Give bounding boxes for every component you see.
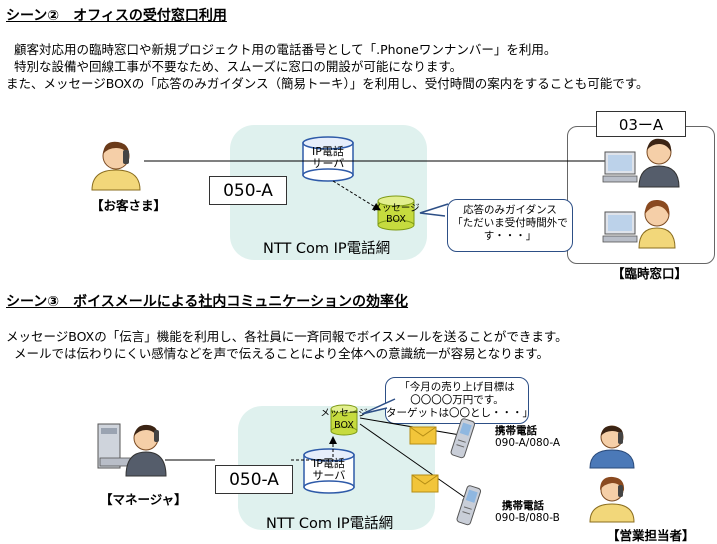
- scene3-line-2: メールでは伝わりにくい感情などを声で伝えることにより全体への意識統一が容易となり…: [14, 346, 550, 361]
- scene3-number-box: 050-A: [215, 465, 293, 494]
- scene2-line-1: 顧客対応用の臨時窓口や新規プロジェクト用の電話番号として「.Phoneワンナンバ…: [14, 42, 557, 57]
- manager-label: 【マネージャ】: [100, 492, 187, 507]
- mobile-phone-icon: [450, 418, 476, 459]
- mobile-b-title: 携帯電話: [502, 500, 544, 512]
- scene3-msg-box: メッセージ BOX: [319, 404, 369, 438]
- scene2-ip-server: IP電話 サーバ: [302, 136, 354, 182]
- scene2-heading: シーン② オフィスの受付窓口利用: [6, 8, 227, 24]
- scene2-bubble-tail: [419, 203, 449, 217]
- scene2-line-2: 特別な設備や回線工事が不要なため、スムーズに窓口の開設が可能になります。: [14, 59, 463, 74]
- person-on-phone-icon: [589, 476, 635, 523]
- mobile-b-number: 090-B/080-B: [495, 512, 560, 524]
- person-on-phone-icon: [91, 141, 141, 191]
- server-cylinder-icon: [302, 136, 354, 182]
- scene3-msg-box-label: メッセージ BOX: [320, 408, 368, 431]
- msgbox-cylinder-icon: [330, 404, 358, 436]
- mobile-a-title: 携帯電話: [495, 425, 537, 437]
- scene3-dashed-arrow: [291, 436, 337, 461]
- office-worker-pc-icon: [602, 138, 680, 188]
- scene2-guidance-bubble: 応答のみガイダンス 「ただいま受付時間外で す・・・」: [447, 199, 573, 252]
- scene2-site-number: 03ーA: [596, 111, 686, 137]
- scene2-dashed-arrow: [332, 180, 381, 211]
- manager-pc-icon: [97, 423, 167, 477]
- scene2-msg-box: メッセージ BOX: [371, 195, 421, 232]
- envelope-icon: [409, 426, 437, 445]
- scene2-msg-box-label: メッセージ BOX: [372, 203, 420, 225]
- mobile-a-number: 090-A/080-A: [495, 437, 561, 449]
- scene2-number-box: 050-A: [209, 176, 287, 205]
- scene2-line-3: また、メッセージBOXの「応答のみガイダンス（簡易トーキ）」を利用し、受付時間の…: [6, 76, 649, 91]
- msgbox-cylinder-icon: [377, 195, 415, 231]
- scene3-arrow-mobile-b: [359, 423, 471, 502]
- scene3-heading: シーン③ ボイスメールによる社内コミュニケーションの効率化: [6, 294, 409, 310]
- sales-label: 【営業担当者】: [607, 528, 695, 543]
- envelope-icon: [411, 474, 439, 493]
- scene3-bubble-tail: [361, 398, 396, 415]
- scene2-network-label: NTT Com IP電話網: [263, 241, 391, 257]
- scene2-site-label: 【臨時窓口】: [612, 266, 688, 281]
- scene3-voicemail-bubble: 「今月の売り上げ目標は 〇〇〇〇万円です。 ターゲットは〇〇とし・・・」: [385, 377, 533, 424]
- mobile-phone-icon: [456, 485, 482, 526]
- scene3-network-label: NTT Com IP電話網: [266, 516, 394, 532]
- person-on-phone-icon: [589, 425, 635, 469]
- scene2-customer-label: 【お客さま】: [91, 198, 167, 213]
- scene3-line-1: メッセージBOXの「伝言」機能を利用し、各社員に一斉同報でボイスメールを送ること…: [6, 329, 568, 344]
- office-worker-pc-icon: [602, 199, 676, 249]
